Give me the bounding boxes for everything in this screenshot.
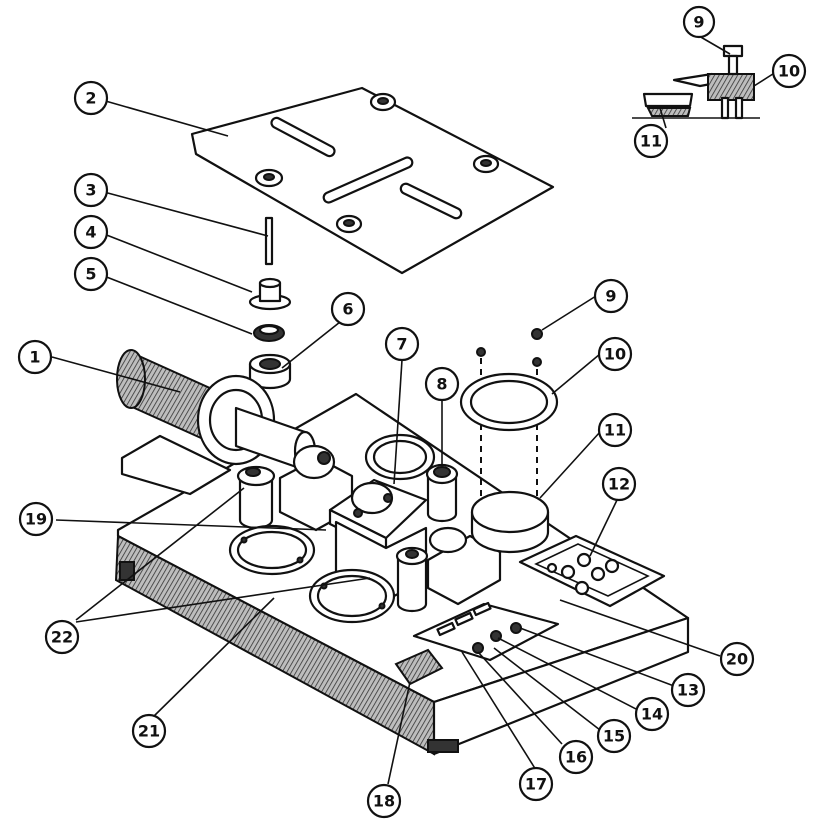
callout-14-label: 14 bbox=[641, 705, 663, 724]
callout-21: 21 bbox=[131, 713, 167, 749]
callout-3-label: 3 bbox=[85, 181, 96, 200]
callout-13-label: 13 bbox=[677, 681, 699, 700]
callout-1: 1 bbox=[17, 339, 53, 375]
ring-stack bbox=[459, 328, 559, 554]
callout-10-inset: 10 bbox=[771, 53, 807, 89]
callout-10-inset-label: 10 bbox=[778, 62, 800, 81]
callout-18-label: 18 bbox=[373, 792, 395, 811]
callout-15-label: 15 bbox=[603, 727, 625, 746]
callout-13: 13 bbox=[670, 672, 706, 708]
front-panel bbox=[394, 648, 444, 686]
callout-8-label: 8 bbox=[436, 375, 447, 394]
callout-11-inset: 11 bbox=[633, 123, 669, 159]
callout-16-label: 16 bbox=[565, 748, 587, 767]
callout-11-label: 11 bbox=[604, 421, 626, 440]
callout-4-label: 4 bbox=[85, 223, 96, 242]
callout-18: 18 bbox=[366, 783, 402, 819]
callout-17: 17 bbox=[518, 766, 554, 802]
control-panel bbox=[518, 534, 666, 608]
callout-11-inset-label: 11 bbox=[640, 132, 662, 151]
callout-9-inset: 9 bbox=[682, 5, 716, 39]
callout-19: 19 bbox=[18, 501, 54, 537]
callout-4: 4 bbox=[73, 214, 109, 250]
callout-19-label: 19 bbox=[25, 510, 47, 529]
spindle-parts bbox=[248, 216, 292, 390]
callout-3: 3 bbox=[73, 172, 109, 208]
inset-detail bbox=[632, 44, 760, 120]
callout-9: 9 bbox=[593, 278, 629, 314]
base-rings bbox=[228, 524, 396, 624]
callout-17-label: 17 bbox=[525, 775, 547, 794]
callout-6-label: 6 bbox=[342, 300, 353, 319]
callout-21-label: 21 bbox=[138, 722, 160, 741]
callout-20: 20 bbox=[719, 641, 755, 677]
callout-10: 10 bbox=[597, 336, 633, 372]
callout-12-label: 12 bbox=[608, 475, 630, 494]
callout-9-label: 9 bbox=[605, 287, 616, 306]
callout-5-label: 5 bbox=[85, 265, 96, 284]
callout-8: 8 bbox=[424, 366, 460, 402]
callout-11: 11 bbox=[597, 412, 633, 448]
callout-10-label: 10 bbox=[604, 345, 626, 364]
callout-12: 12 bbox=[601, 466, 637, 502]
callout-1-label: 1 bbox=[29, 348, 40, 367]
callout-7-label: 7 bbox=[396, 335, 407, 354]
callout-9-inset-label: 9 bbox=[693, 13, 704, 32]
top-plate bbox=[190, 86, 555, 275]
callout-20-label: 20 bbox=[726, 650, 748, 669]
callout-6: 6 bbox=[330, 291, 366, 327]
callout-22: 22 bbox=[44, 619, 80, 655]
callout-7: 7 bbox=[384, 326, 420, 362]
leader-lines bbox=[51, 35, 777, 785]
callout-16: 16 bbox=[558, 739, 594, 775]
central-mechanism bbox=[236, 433, 502, 613]
callout-5: 5 bbox=[73, 256, 109, 292]
callout-2-label: 2 bbox=[85, 89, 96, 108]
callout-15: 15 bbox=[596, 718, 632, 754]
callout-14: 14 bbox=[634, 696, 670, 732]
callout-2: 2 bbox=[73, 80, 109, 116]
callout-22-label: 22 bbox=[51, 628, 73, 647]
